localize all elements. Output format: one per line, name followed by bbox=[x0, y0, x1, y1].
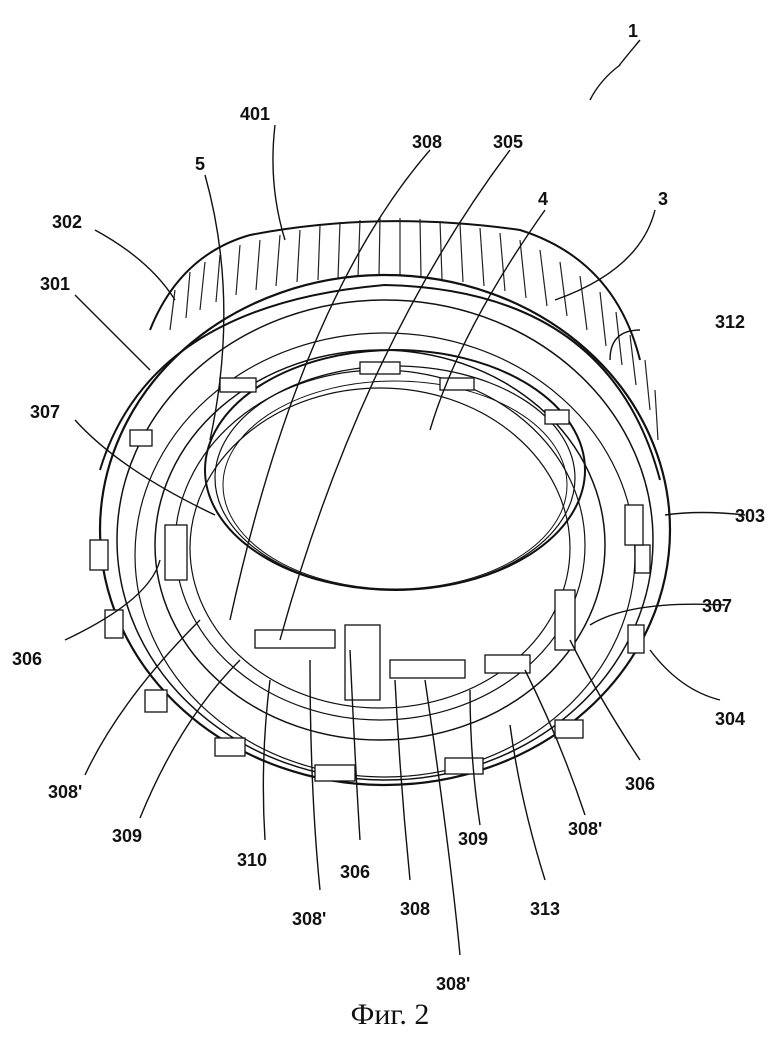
leader-lines bbox=[65, 40, 745, 955]
label-312: 312 bbox=[715, 312, 745, 332]
reference-labels: 1 401 308 305 5 4 3 302 301 312 307 303 … bbox=[12, 21, 765, 994]
label-302: 302 bbox=[52, 212, 82, 232]
label-1: 1 bbox=[628, 21, 638, 41]
label-308p-bottom: 308' bbox=[436, 974, 470, 994]
label-3: 3 bbox=[658, 189, 668, 209]
label-308p-bottom-left: 308' bbox=[292, 909, 326, 929]
label-309-right: 309 bbox=[458, 829, 488, 849]
label-310: 310 bbox=[237, 850, 267, 870]
label-301: 301 bbox=[40, 274, 70, 294]
label-303: 303 bbox=[735, 506, 765, 526]
label-307-right: 307 bbox=[702, 596, 732, 616]
label-308p-right: 308' bbox=[568, 819, 602, 839]
label-306-left: 306 bbox=[12, 649, 42, 669]
figure-caption: Фиг. 2 bbox=[0, 998, 780, 1032]
label-307-left: 307 bbox=[30, 402, 60, 422]
label-4: 4 bbox=[538, 189, 548, 209]
label-309-left: 309 bbox=[112, 826, 142, 846]
cap-ring bbox=[90, 218, 670, 785]
label-308-bottom: 308 bbox=[400, 899, 430, 919]
label-5: 5 bbox=[195, 154, 205, 174]
label-401: 401 bbox=[240, 104, 270, 124]
label-308p-left: 308' bbox=[48, 782, 82, 802]
label-304: 304 bbox=[715, 709, 745, 729]
label-306-bottom: 306 bbox=[340, 862, 370, 882]
label-308-top: 308 bbox=[412, 132, 442, 152]
label-306-right: 306 bbox=[625, 774, 655, 794]
label-313: 313 bbox=[530, 899, 560, 919]
label-305: 305 bbox=[493, 132, 523, 152]
